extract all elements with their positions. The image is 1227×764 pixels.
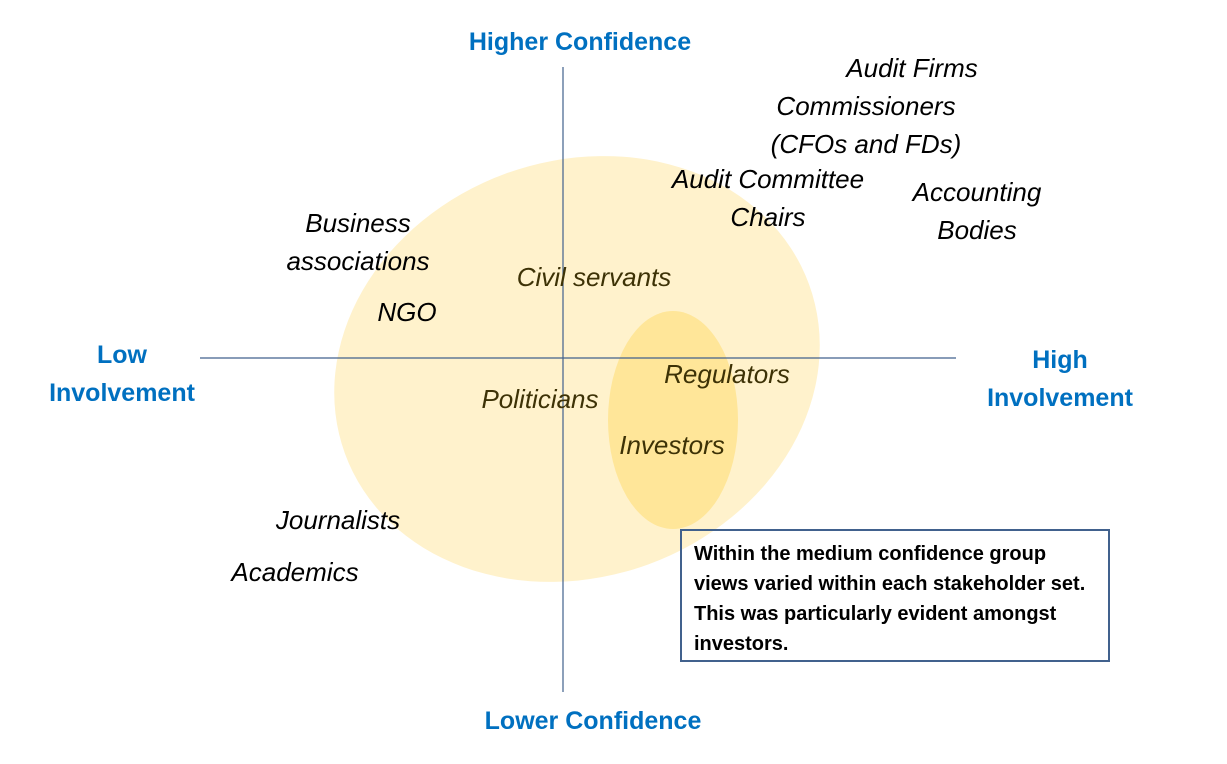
axis-left-line1: Low — [97, 341, 147, 369]
accounting-line1: Accounting — [912, 177, 1042, 207]
axis-label-left: Low Involvement — [22, 336, 222, 412]
business-line1: Business — [305, 208, 411, 238]
axis-label-bottom: Lower Confidence — [484, 707, 702, 735]
label-civil-servants: Civil servants — [516, 262, 672, 292]
label-business-associations: Business associations — [258, 204, 458, 280]
axis-label-right: High Involvement — [960, 341, 1160, 417]
label-journalists: Journalists — [275, 505, 401, 535]
label-ngo: NGO — [377, 297, 437, 327]
commissioners-line1: Commissioners — [776, 91, 956, 121]
axis-right-line1: High — [1032, 346, 1088, 374]
label-regulators: Regulators — [664, 359, 790, 389]
axis-left-line2: Involvement — [49, 379, 195, 407]
label-audit-committee: Audit Committee Chairs — [648, 160, 888, 236]
audit-committee-line2: Chairs — [730, 202, 806, 232]
label-audit-firms: Audit Firms — [846, 53, 978, 83]
label-academics: Academics — [231, 557, 359, 587]
note-box: Within the medium confidence group views… — [680, 529, 1110, 662]
commissioners-line2: (CFOs and FDs) — [770, 129, 962, 159]
axis-right-line2: Involvement — [987, 384, 1133, 412]
investors-ellipse — [608, 311, 738, 529]
label-investors: Investors — [619, 430, 725, 460]
label-politicians: Politicians — [481, 384, 599, 414]
audit-committee-line1: Audit Committee — [671, 164, 865, 194]
business-line2: associations — [286, 246, 430, 276]
axis-label-top: Higher Confidence — [468, 28, 692, 56]
label-commissioners: Commissioners (CFOs and FDs) — [756, 87, 976, 163]
accounting-line2: Bodies — [937, 215, 1017, 245]
label-accounting-bodies: Accounting Bodies — [877, 173, 1077, 249]
